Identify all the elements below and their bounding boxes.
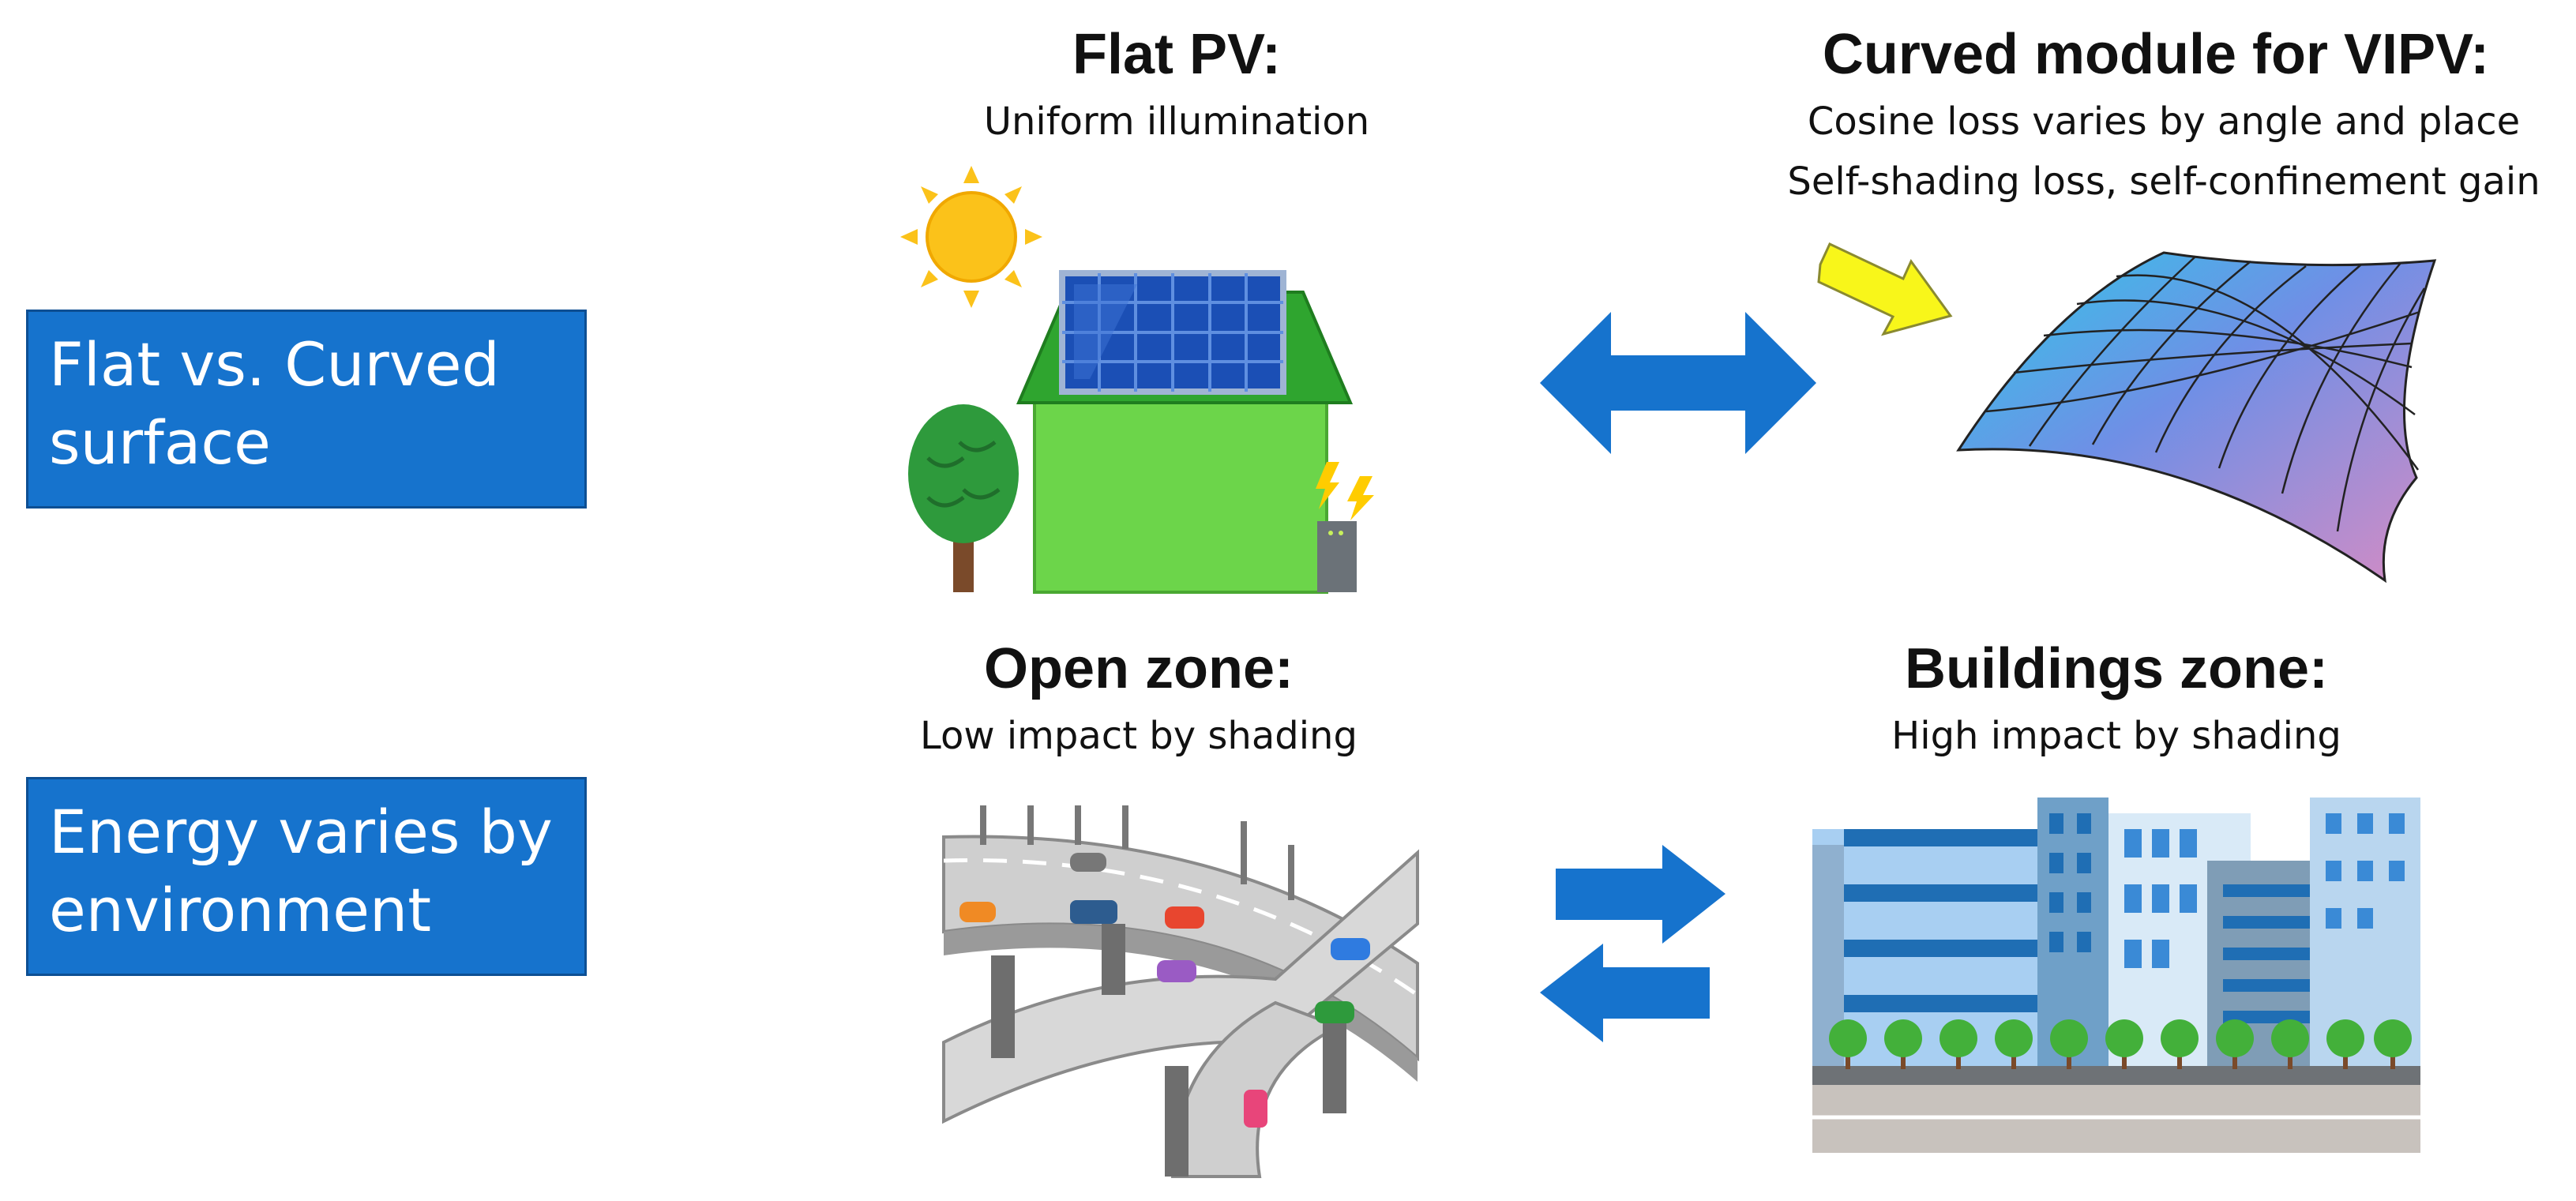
highway-icon — [942, 805, 1419, 1178]
flat-pv-subtitle: Uniform illumination — [983, 99, 1370, 144]
curved-module-icon — [1956, 251, 2437, 584]
buildings-zone-subtitle: High impact by shading — [1891, 714, 2341, 758]
curved-module-line1: Cosine loss varies by angle and place — [1807, 99, 2521, 144]
lightning-icon — [1316, 462, 1374, 592]
tree-icon — [908, 404, 1019, 592]
flat-pv-title: Flat PV: — [1072, 23, 1282, 86]
label-flat-vs-curved: Flat vs. Curved surface — [26, 310, 587, 509]
double-arrow-icon — [1540, 312, 1816, 454]
label-energy-varies-line2: environment — [49, 874, 432, 945]
left-arrow-icon — [1540, 944, 1710, 1042]
right-arrow-icon — [1556, 845, 1725, 944]
house-icon — [1016, 270, 1354, 594]
open-zone-title: Open zone: — [984, 637, 1294, 700]
curved-module-line2: Self-shading loss, self-confinement gain — [1787, 160, 2540, 204]
curved-module-title: Curved module for VIPV: — [1822, 23, 2490, 86]
light-arrow-icon — [1817, 242, 1953, 336]
open-zone-subtitle: Low impact by shading — [920, 714, 1357, 758]
buildings-zone-title: Buildings zone: — [1905, 637, 2328, 700]
label-energy-varies: Energy varies by environment — [26, 777, 587, 976]
label-flat-vs-curved-line1: Flat vs. Curved — [49, 329, 500, 400]
label-flat-vs-curved-line2: surface — [49, 407, 271, 478]
buildings-icon — [1812, 798, 2420, 1153]
label-energy-varies-line1: Energy varies by — [49, 797, 553, 867]
sun-icon — [900, 166, 1042, 308]
